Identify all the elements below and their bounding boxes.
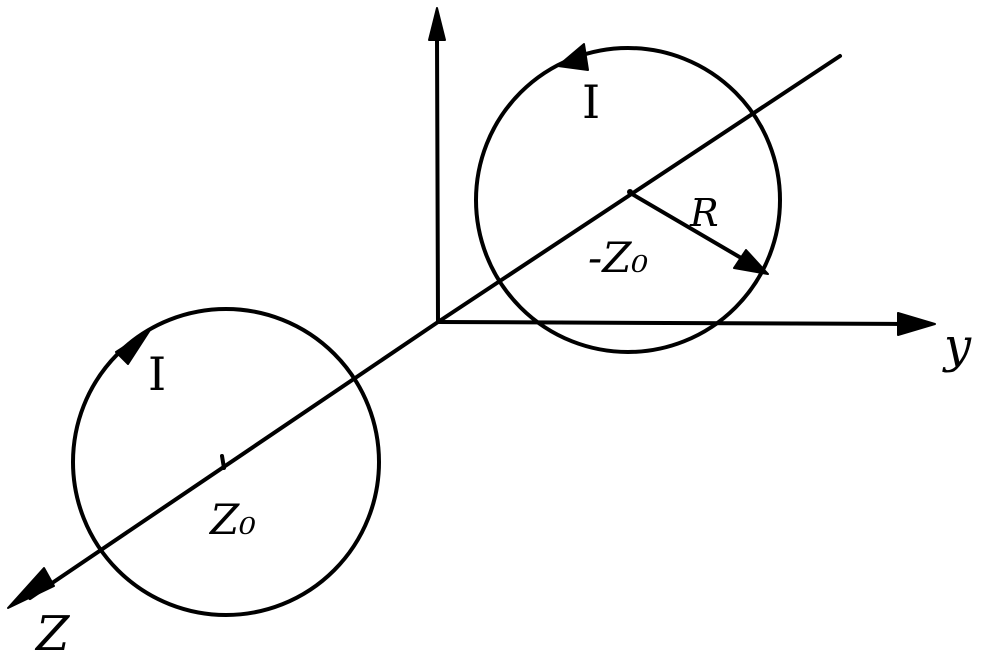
z-axis-line-back xyxy=(436,54,842,324)
vertical-axis-arrowhead xyxy=(428,7,446,41)
upper-loop: I R -Z₀ xyxy=(474,43,782,354)
radius-label: R xyxy=(689,191,719,235)
lower-loop: I Z₀ xyxy=(71,307,381,617)
z-axis-label: Z xyxy=(34,606,71,658)
lower-loop-center-tick xyxy=(220,454,226,470)
upper-loop-circle xyxy=(474,46,782,354)
y-axis: y xyxy=(436,312,972,374)
upper-loop-current-arrow xyxy=(557,43,589,71)
z-axis-arrowhead xyxy=(7,567,55,609)
lower-loop-current-arrow xyxy=(115,329,151,365)
y-axis-label: y xyxy=(942,318,972,374)
lower-loop-current-label: I xyxy=(148,347,166,401)
vertical-axis xyxy=(428,7,446,324)
z-axis-line-front xyxy=(28,320,440,600)
upper-loop-current-label: I xyxy=(582,75,600,129)
z-axis: Z xyxy=(7,54,842,658)
vertical-axis-line xyxy=(435,36,440,324)
radius-line xyxy=(630,192,750,264)
lower-loop-circle xyxy=(71,307,381,617)
radius-arrowhead xyxy=(733,249,769,275)
lower-loop-position-label: Z₀ xyxy=(208,495,256,544)
upper-loop-position-label: -Z₀ xyxy=(588,233,648,282)
y-axis-line xyxy=(436,320,907,326)
y-axis-arrowhead xyxy=(897,312,936,336)
